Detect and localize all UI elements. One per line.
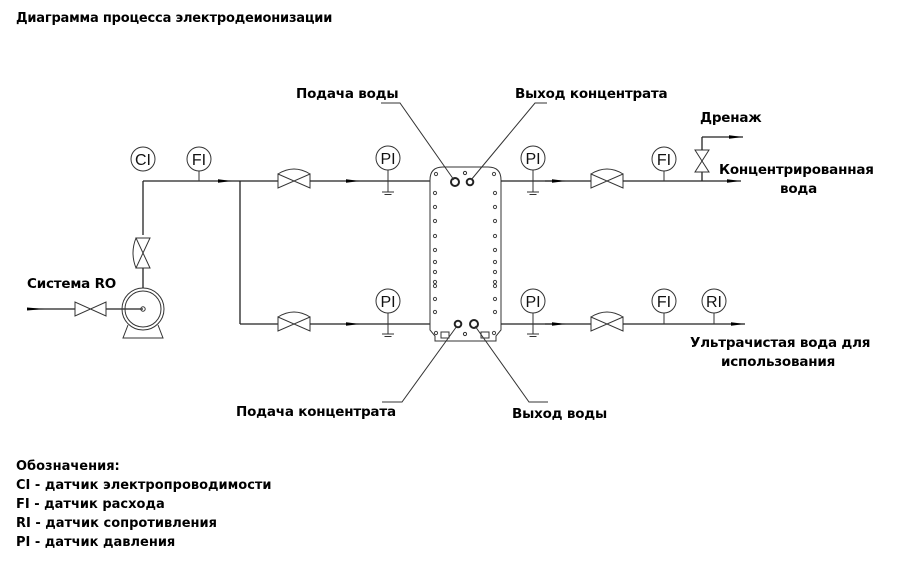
bolt-hole-icon: [492, 283, 498, 289]
bolt-hole-icon: [432, 247, 438, 253]
ultrapure-water-label-line1: Ультрачистая вода для: [690, 335, 871, 351]
fi-concentrate-sensor[interactable]: FI: [651, 146, 677, 181]
fi-product-label: FI: [657, 294, 671, 311]
bolt-hole-icon: [432, 309, 438, 315]
leader-lines: [381, 102, 548, 403]
bolt-hole-icon: [492, 259, 498, 265]
product-outlet-valve-icon[interactable]: [590, 311, 624, 332]
fi-concentrate-label: FI: [657, 152, 671, 169]
top-feed-valve-icon[interactable]: [277, 168, 311, 189]
bolt-hole-icon: [432, 283, 438, 289]
legend-item-pi: PI - датчик давления: [16, 535, 176, 550]
water-feed-label: Подача воды: [296, 86, 399, 102]
legend-item-ri: RI - датчик сопротивления: [16, 516, 217, 531]
bolt-hole-icon: [432, 204, 438, 210]
bottom-feed-valve-icon[interactable]: [277, 311, 311, 332]
pi-bottom-outlet-sensor[interactable]: PI: [520, 288, 546, 337]
bolt-hole-icon: [432, 296, 438, 302]
bolt-hole-icon: [492, 296, 498, 302]
legend-heading: Обозначения:: [16, 459, 120, 474]
ro-inlet-line: [27, 307, 143, 311]
pi-top-outlet-sensor[interactable]: PI: [520, 145, 546, 195]
drain-label: Дренаж: [700, 110, 762, 126]
terminal-right-icon: [480, 331, 490, 339]
flow-arrow-icon: [27, 307, 45, 311]
ultrapure-water-label-line2: использования: [721, 354, 836, 370]
inlet-gate-valve-icon[interactable]: [74, 301, 107, 317]
pi-bottom-inlet-sensor[interactable]: PI: [375, 288, 401, 337]
fi-inlet-sensor[interactable]: FI: [186, 146, 212, 181]
fi-product-sensor[interactable]: FI: [651, 288, 677, 324]
bolt-hole-icon: [433, 330, 439, 336]
bolt-hole-icon: [432, 259, 438, 265]
pi-top-inlet-sensor[interactable]: PI: [375, 145, 401, 195]
bolt-hole-icon: [433, 171, 439, 177]
diagram-title: Диаграмма процесса электродеионизации: [16, 11, 333, 26]
bolt-hole-icon: [432, 233, 438, 239]
bolt-hole-icon: [432, 218, 438, 224]
bolt-hole-icon: [492, 218, 498, 224]
pi-top-outlet-label: PI: [525, 151, 540, 168]
bolt-hole-icon: [432, 190, 438, 196]
concentrate-feed-port-icon: [453, 319, 463, 329]
bolt-hole-icon: [492, 247, 498, 253]
bolt-hole-icon: [492, 233, 498, 239]
pi-top-inlet-label: PI: [380, 151, 395, 168]
edi-module[interactable]: [429, 166, 502, 342]
terminal-left-icon: [440, 331, 450, 339]
pump-icon[interactable]: [121, 287, 165, 339]
legend: Обозначения: CI - датчик электропроводим…: [16, 457, 272, 552]
water-feed-port-icon: [450, 177, 460, 187]
drain-valve-icon[interactable]: [694, 149, 710, 173]
legend-item-ci: CI - датчик электропроводимости: [16, 478, 272, 493]
ri-product-sensor[interactable]: RI: [701, 288, 727, 324]
bolt-hole-icon: [492, 279, 498, 285]
pi-bottom-inlet-label: PI: [380, 294, 395, 311]
bolt-hole-icon: [492, 269, 498, 275]
ro-system-label: Система RO: [27, 276, 117, 292]
ri-product-label: RI: [706, 294, 722, 311]
pump-discharge-valve-icon[interactable]: [132, 237, 151, 269]
bolt-hole-icon: [491, 330, 497, 336]
water-out-port-icon: [469, 319, 479, 329]
bolt-hole-icon: [492, 190, 498, 196]
concentrate-out-label: Выход концентрата: [515, 86, 668, 102]
bolt-hole-icon: [432, 279, 438, 285]
water-out-label: Выход воды: [512, 406, 608, 422]
fi-inlet-label: FI: [192, 152, 206, 169]
pi-bottom-outlet-label: PI: [525, 294, 540, 311]
ci-sensor[interactable]: CI: [130, 146, 156, 172]
legend-item-fi: FI - датчик расхода: [16, 497, 165, 512]
bolt-hole-icon: [491, 171, 497, 177]
bolt-hole-icon: [492, 309, 498, 315]
concentrate-feed-label: Подача концентрата: [236, 404, 396, 420]
concentrated-water-label-line1: Концентрированная: [719, 162, 874, 178]
bolt-hole-icon: [432, 269, 438, 275]
module-bolt-holes: [432, 171, 498, 336]
concentrate-out-port-icon: [465, 177, 475, 187]
concentrated-water-label-line2: вода: [780, 181, 818, 197]
ci-sensor-label: CI: [135, 152, 151, 169]
bolt-hole-icon: [492, 204, 498, 210]
concentrate-outlet-valve-icon[interactable]: [590, 168, 624, 189]
